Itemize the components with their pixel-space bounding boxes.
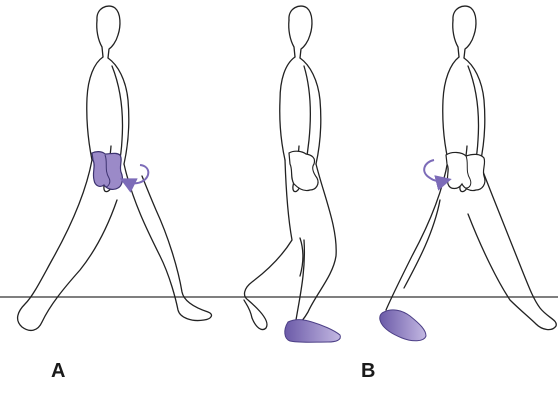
pelvis-outline-right	[446, 152, 485, 190]
figure-c-torso-front	[443, 57, 459, 160]
figure-a-face	[97, 20, 103, 57]
figure-b-face	[289, 20, 295, 57]
walking-figure-b-center	[244, 6, 336, 334]
foot-highlight	[285, 320, 341, 343]
figure-b-torso-front	[280, 57, 295, 160]
pelvis-highlight	[92, 152, 122, 190]
rotation-arrow-icon	[127, 165, 148, 183]
figure-a-head	[97, 6, 120, 58]
rotation-arrow-icon-b	[424, 160, 444, 181]
figure-c-head	[453, 6, 476, 58]
panel-label-a: A	[51, 361, 65, 381]
figure-c-front-leg	[386, 160, 448, 310]
foot-highlight-right	[380, 310, 426, 341]
panel-label-b: B	[361, 361, 375, 381]
figure-b-head	[289, 6, 312, 58]
figure-a-torso-front	[87, 57, 103, 160]
figure-c-face	[453, 20, 459, 57]
figure-b-front-leg	[244, 160, 303, 330]
